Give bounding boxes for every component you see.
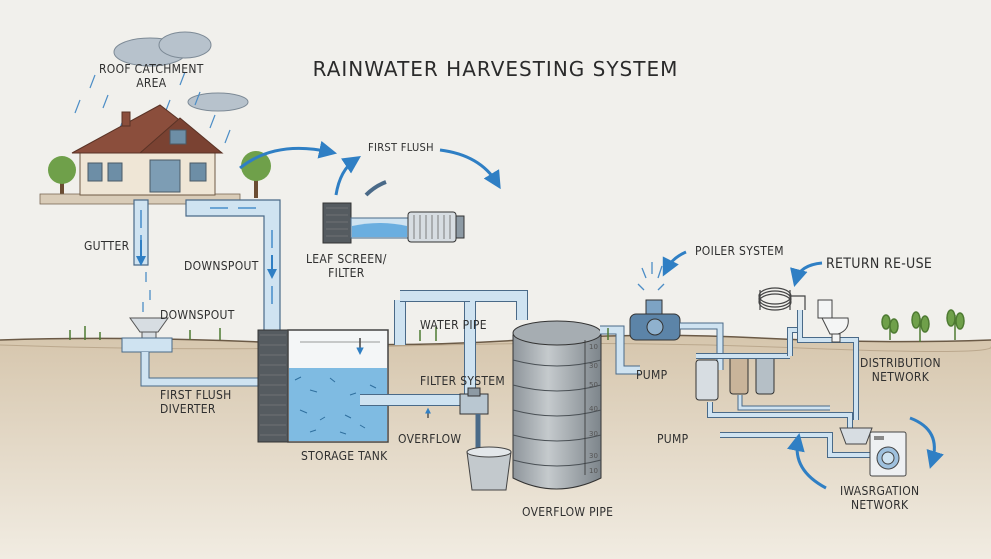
hose-reel-icon [758,287,806,311]
distribution-pipes [707,310,880,458]
label-filter-system: FILTER SYSTEM [420,374,506,388]
label-downspout-left: DOWNSPOUT [160,308,235,322]
label-overflow-pipe: OVERFLOW PIPE [522,505,614,519]
pump-pipe [600,325,640,375]
leaf-screen-column [257,329,289,443]
label-storage-tank: STORAGE TANK [301,449,388,463]
house-icon [39,104,241,205]
label-overflow: OVERFLOW [398,432,462,446]
tank-tick-label: 10 [589,467,598,475]
label-pump-lower: PUMP [657,432,689,446]
washing-machine-icon [869,431,907,477]
basin-icon [839,427,873,445]
label-pump-upper: PUMP [636,368,668,382]
plant-icons [69,309,965,342]
pump-spray [637,262,665,291]
downspout-pipes [133,199,281,336]
toilet-icon [817,299,849,343]
tank-tick-label: 30 [589,362,598,370]
overflow-bucket [466,446,512,491]
first-flush-mini [322,180,465,244]
label-leaf-screen: LEAF SCREEN/FILTER [306,252,387,280]
cylinder-tank [512,320,602,490]
label-downspout-right: DOWNSPOUT [184,259,259,273]
tree-icon [48,151,271,198]
first-flush-diverter [121,337,262,387]
rain-cloud-icon [113,31,249,112]
tank-tick-label: 30 [589,430,598,438]
label-water-pipe: WATER PIPE [420,318,487,332]
label-gutter: GUTTER [84,239,130,253]
gutter-funnel [129,317,169,341]
funnel-drops [142,272,151,312]
filter-cartridges [695,353,790,401]
filter-system-fitting [459,387,489,450]
storage-tank [287,329,389,443]
tank-tick-label: 10 [589,343,598,351]
page-title: RAINWATER HARVESTING SYSTEM [312,57,679,81]
water-flow-drops [140,207,273,304]
flow-arrows [239,140,944,490]
tank-tick-label: 50 [589,381,598,389]
label-return-reuse: RETURN RE-USE [826,256,933,272]
label-poiler-system: POILER SYSTEM [695,244,784,258]
tank-tick-label: 40 [589,405,598,413]
water-pipe [360,290,528,406]
label-first-flush: FIRST FLUSH [368,141,434,154]
tank-tick-label: 30 [589,452,598,460]
